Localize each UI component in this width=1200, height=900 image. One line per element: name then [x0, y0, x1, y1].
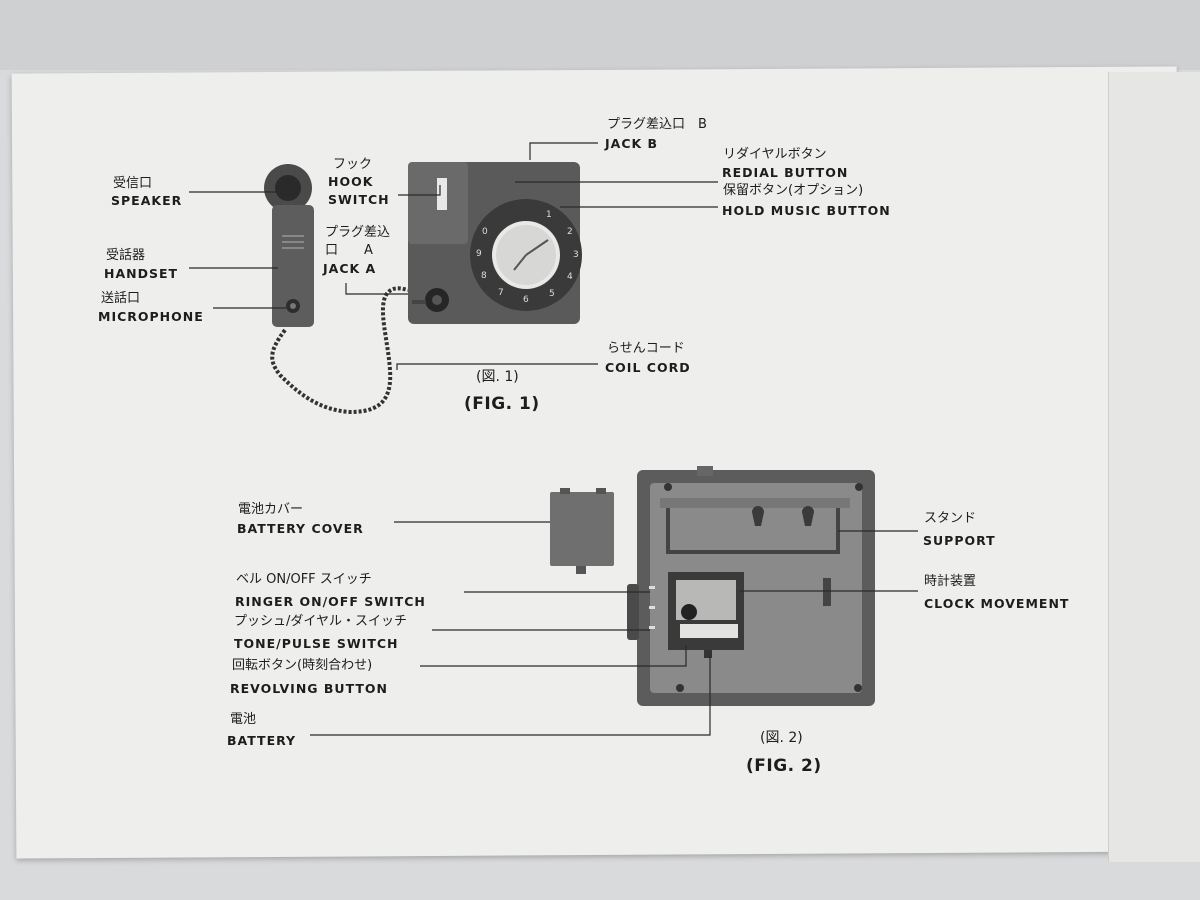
dial-number: 8 [481, 271, 487, 281]
phone-bottom-drawing [627, 466, 875, 706]
jack-b-label-jp: プラグ差込口 B [607, 117, 707, 132]
battery-label-en: BATTERY [227, 733, 297, 748]
coil-cord-label-en: COIL CORD [605, 360, 691, 375]
speaker-label-jp: 受信口 [113, 176, 153, 191]
next-page-edge [1108, 72, 1200, 862]
fig1-leader-lines [189, 142, 718, 370]
hold-label-jp: 保留ボタン(オプション) [723, 183, 864, 198]
redial-label-jp: リダイヤルボタン [723, 147, 827, 162]
switch-label-en: SWITCH [328, 192, 390, 207]
battery-label-jp: 電池 [230, 712, 257, 727]
background [0, 0, 1200, 70]
support-label-en: SUPPORT [923, 533, 996, 548]
fig2-caption-jp: (図. 2) [760, 730, 803, 746]
dial-number: 1 [546, 210, 552, 220]
fig1-caption-en: (FIG. 1) [464, 394, 540, 414]
battery-cover-label-jp: 電池カバー [238, 502, 304, 517]
hook-label-jp: フック [333, 157, 373, 172]
dial-number: 5 [549, 289, 555, 299]
jack-b-label-en: JACK B [605, 136, 659, 151]
handset-label-jp: 受話器 [106, 248, 146, 263]
dial-number: 6 [523, 295, 529, 305]
support-label-jp: スタンド [924, 511, 977, 526]
jack-a-label-jp2: 口 A [325, 243, 373, 258]
ringer-switch-label-en: RINGER ON/OFF SWITCH [235, 594, 426, 609]
battery-cover-label-en: BATTERY COVER [237, 521, 364, 536]
microphone-label-en: MICROPHONE [98, 309, 204, 324]
jack-a-label-jp: プラグ差込 [325, 225, 391, 240]
dial-number: 4 [567, 272, 573, 282]
dial-number: 7 [498, 288, 504, 298]
fig1-phone-illustration [264, 162, 582, 415]
ringer-switch-label-jp: ベル ON/OFF スイッチ [236, 572, 372, 587]
handset-label-en: HANDSET [104, 266, 179, 281]
fig1-caption-jp: (図. 1) [476, 369, 519, 385]
dial-number: 0 [482, 227, 488, 237]
tone-pulse-label-en: TONE/PULSE SWITCH [234, 636, 399, 651]
handset-drawing [264, 164, 314, 327]
dial-number: 3 [573, 250, 579, 260]
clock-movement-label-jp: 時計装置 [924, 574, 977, 589]
battery-cover-drawing [550, 488, 614, 574]
dial-number: 9 [476, 249, 482, 259]
fig2-caption-en: (FIG. 2) [746, 756, 822, 776]
clock-movement-label-en: CLOCK MOVEMENT [924, 596, 1070, 611]
coil-cord-drawing [270, 286, 409, 415]
phone-base-drawing [408, 162, 582, 324]
redial-label-en: REDIAL BUTTON [722, 165, 849, 180]
dial-number: 2 [567, 227, 573, 237]
revolving-button-label-en: REVOLVING BUTTON [230, 681, 388, 696]
coil-cord-label-jp: らせんコード [607, 341, 685, 356]
microphone-label-jp: 送話口 [101, 291, 141, 306]
hold-label-en: HOLD MUSIC BUTTON [722, 203, 891, 218]
fig2-leader-lines [310, 521, 918, 736]
speaker-label-en: SPEAKER [111, 193, 183, 208]
hook-label-en: HOOK [328, 174, 374, 189]
tone-pulse-label-jp: プッシュ/ダイヤル・スイッチ [234, 614, 407, 629]
revolving-button-label-jp: 回転ボタン(時刻合わせ) [232, 658, 373, 673]
jack-a-label-en: JACK A [323, 261, 377, 276]
